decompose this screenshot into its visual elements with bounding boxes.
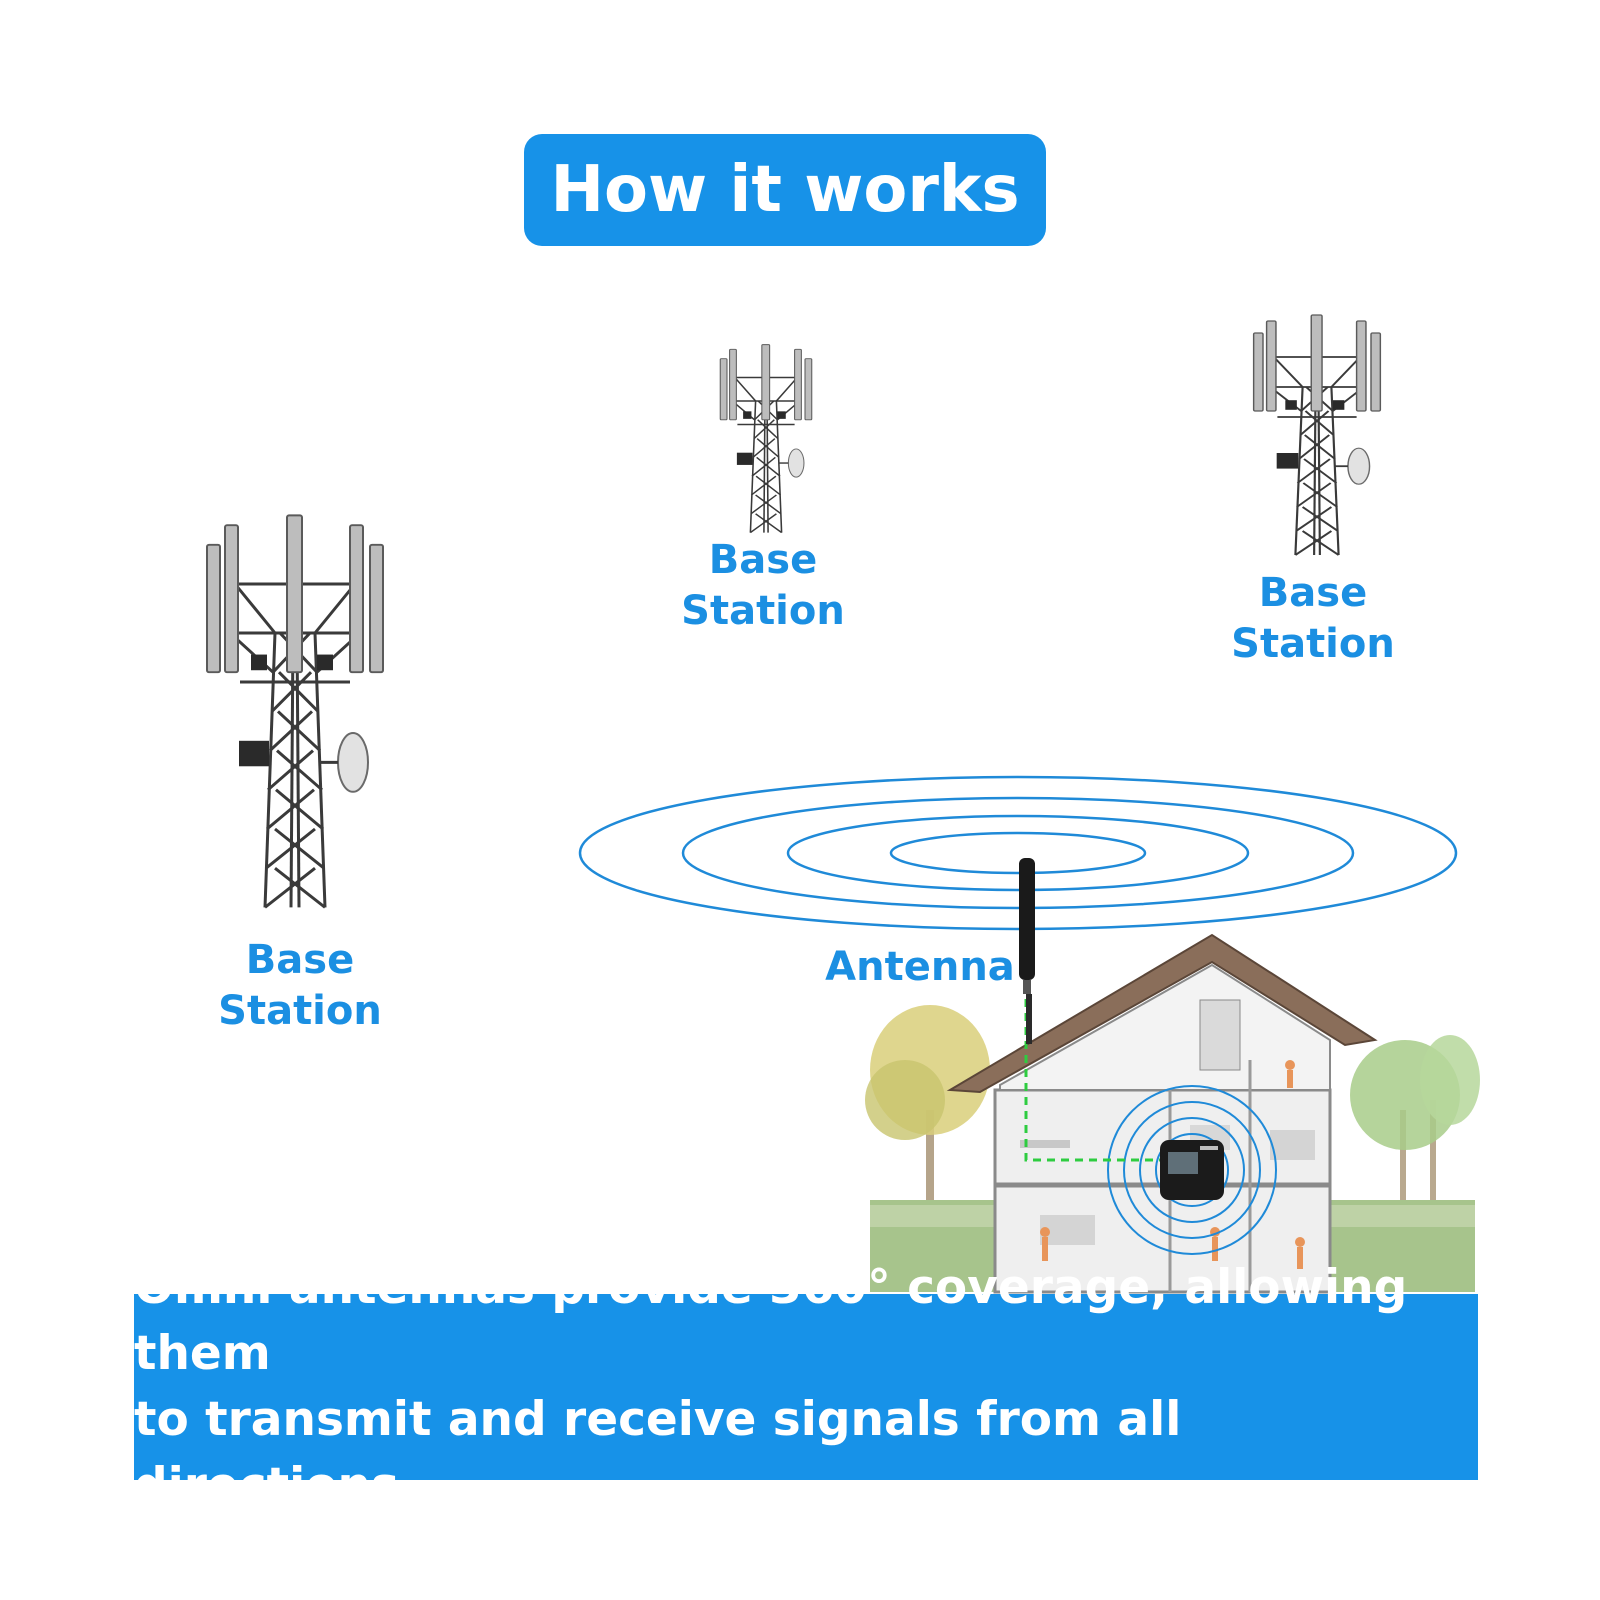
trees-icon [865, 1005, 1480, 1210]
base-station-label-center-line1: Base [708, 537, 818, 583]
router-icon [1160, 1140, 1224, 1200]
caption-line2: to transmit and receive signals from all… [134, 1392, 1182, 1513]
caption-banner: Omni antennas provide 360° coverage, all… [134, 1260, 1478, 1513]
antenna-icon [1019, 858, 1035, 1044]
base-station-tower-right [1252, 313, 1382, 557]
base-station-tower-left [205, 513, 385, 909]
base-station-tower-center [719, 343, 813, 534]
base-station-label-right: Base Station [1218, 568, 1408, 670]
base-station-label-left: Base Station [205, 935, 395, 1037]
base-station-label-right-line2: Station [1231, 621, 1395, 667]
base-station-label-left-line2: Station [218, 988, 382, 1034]
base-station-label-right-line1: Base [1258, 570, 1368, 616]
antenna-signal-rings [578, 775, 1458, 931]
base-station-label-center: Base Station [668, 535, 858, 637]
caption-line1: Omni antennas provide 360° coverage, all… [134, 1260, 1408, 1381]
router-signal-rings [1107, 1085, 1277, 1255]
base-station-label-left-line1: Base [245, 937, 355, 983]
page-title: How it works [524, 134, 1046, 246]
antenna-label: Antenna [825, 944, 1015, 990]
base-station-label-center-line2: Station [681, 588, 845, 634]
